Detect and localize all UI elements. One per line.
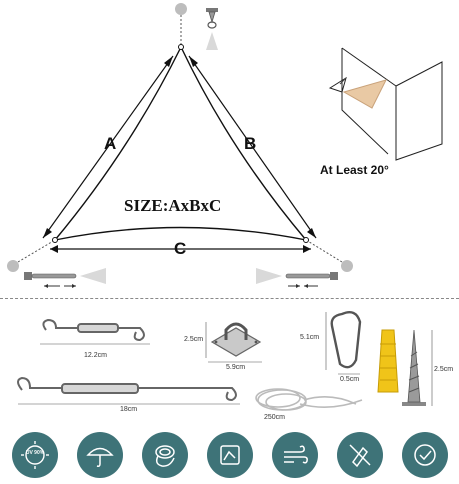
large-turnbuckle-icon: [17, 376, 237, 402]
side-c-label: C: [174, 239, 187, 258]
uv-label: UV 90%: [26, 450, 45, 456]
shade-sail-outline: [53, 45, 308, 242]
size-title: SIZE:AxBxC: [124, 196, 222, 215]
corner-dot-left: [7, 260, 19, 272]
pad-eye-plate-icon: [210, 322, 262, 357]
carabiner-thickness: 0.5cm: [340, 376, 360, 383]
small-turnbuckle-icon: [42, 318, 145, 342]
side-a-label: A: [104, 134, 117, 153]
hardware-kit: [17, 311, 433, 411]
uv-protection-icon: UV 90%: [12, 432, 58, 478]
section-divider: [0, 298, 459, 299]
rope-coil-icon: [255, 388, 363, 411]
screw-length: 2.5cm: [434, 366, 454, 373]
carabiner-length: 5.1cm: [300, 334, 320, 341]
corner-dot-right: [341, 260, 353, 272]
screw-icon: [402, 329, 426, 406]
angle-illustration: [328, 47, 443, 161]
turnbuckle-large-size: 18cm: [120, 406, 138, 413]
left-hardware-icon: [24, 268, 106, 288]
rope-icon: [142, 432, 188, 478]
carabiner-icon: [330, 311, 362, 369]
no-rust-icon: [337, 432, 383, 478]
corner-dot-top: [175, 3, 187, 15]
pad-eye-width: 5.9cm: [226, 364, 246, 371]
shield-icon: [207, 432, 253, 478]
side-b-label: B: [244, 134, 257, 153]
umbrella-icon: [77, 432, 123, 478]
rope-length: 250cm: [264, 414, 286, 421]
top-hardware-icon: [206, 8, 218, 50]
quality-badge-icon: [402, 432, 448, 478]
wall-anchor-icon: [377, 329, 399, 393]
pad-eye-height: 2.5cm: [184, 336, 204, 343]
right-hardware-icon: [256, 268, 338, 288]
turnbuckle-small-size: 12.2cm: [84, 352, 107, 359]
side-b-arrow: [188, 55, 317, 239]
angle-note: At Least 20°: [320, 163, 389, 177]
triangle-diagram: [7, 3, 443, 288]
windy-icon: [272, 432, 318, 478]
side-a-arrow: [42, 55, 174, 239]
feature-icon-row: UV 90%: [0, 428, 459, 484]
